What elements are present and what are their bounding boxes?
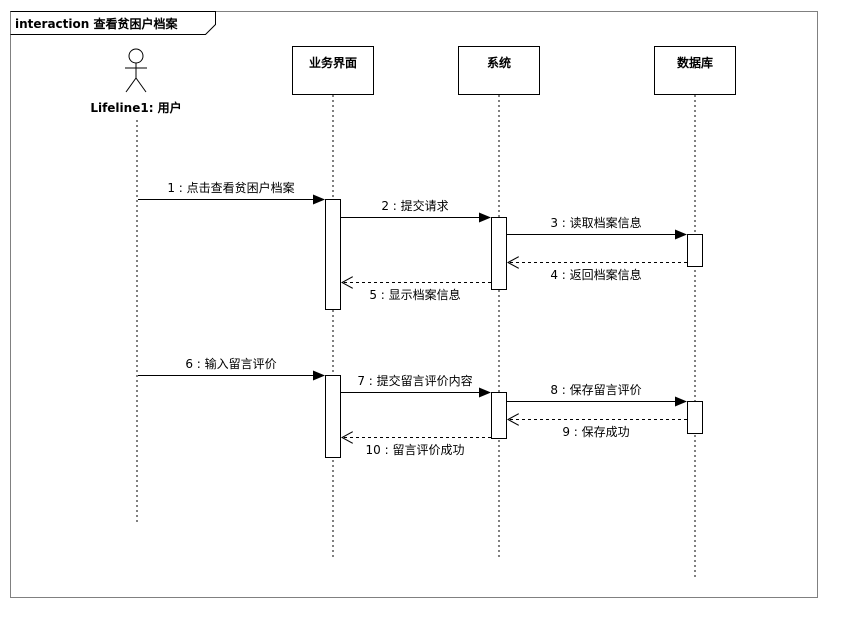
- actor-label: Lifeline1: 用户: [90, 100, 181, 115]
- lifeline-label-ui: 业务界面: [309, 55, 357, 70]
- message-1-label: 1 : 点击查看贫困户档案: [167, 180, 294, 195]
- message-9-label: 9 : 保存成功: [562, 425, 629, 439]
- frame-title: interaction 查看贫困户档案: [15, 16, 178, 31]
- activation-ui-2: [325, 375, 341, 458]
- activation-db-1: [687, 234, 703, 267]
- lifeline-head-system: [458, 46, 540, 95]
- activation-db-2: [687, 401, 703, 434]
- message-8-label: 8 : 保存留言评价: [550, 383, 641, 397]
- interaction-frame: [10, 11, 818, 598]
- lifeline-label-db: 数据库: [677, 55, 713, 70]
- message-3-label: 3 : 读取档案信息: [550, 215, 641, 230]
- lifeline-head-db: [654, 46, 736, 95]
- frame-title-tab: [10, 11, 216, 35]
- message-4-label: 4 : 返回档案信息: [550, 267, 641, 282]
- message-10-label: 10 : 留言评价成功: [366, 443, 465, 457]
- lifeline-head-ui: [292, 46, 374, 95]
- actor-icon: [125, 48, 147, 93]
- activation-system-1: [491, 217, 507, 290]
- activation-ui-1: [325, 199, 341, 310]
- activation-system-2: [491, 392, 507, 439]
- lifeline-label-system: 系统: [487, 55, 511, 70]
- message-5-label: 5 : 显示档案信息: [369, 287, 460, 302]
- message-2-label: 2 : 提交请求: [381, 198, 448, 213]
- message-7-label: 7 : 提交留言评价内容: [357, 373, 472, 388]
- message-6-label: 6 : 输入留言评价: [185, 356, 276, 371]
